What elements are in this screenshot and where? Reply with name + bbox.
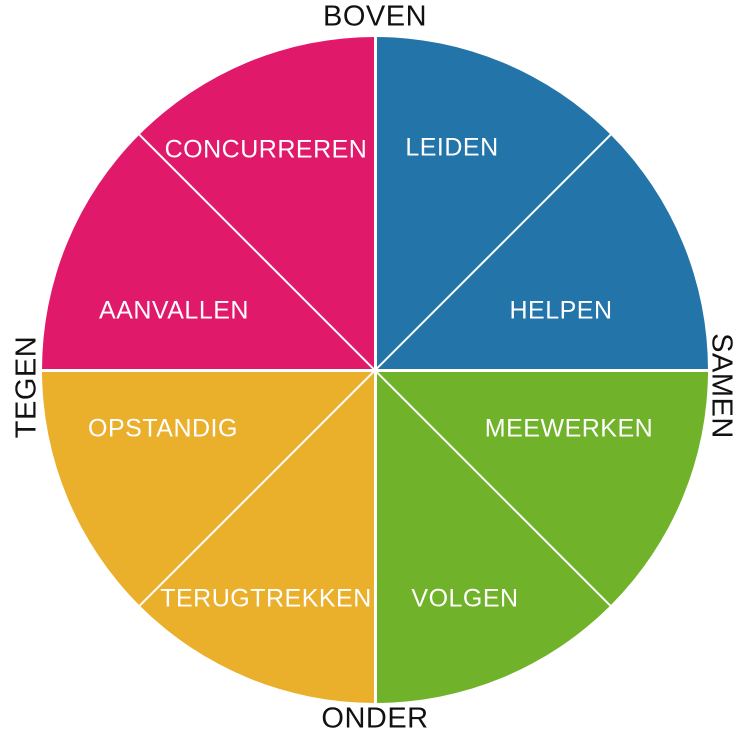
sector-label-opstandig: OPSTANDIG: [88, 414, 238, 443]
sector-label-meewerken: MEEWERKEN: [484, 414, 654, 443]
axis-label-onder: ONDER: [321, 702, 429, 735]
axis-label-samen: SAMEN: [705, 333, 738, 439]
axis-label-boven: BOVEN: [322, 0, 428, 33]
sector-label-concurreren: CONCURREREN: [164, 135, 368, 164]
sector-label-leiden: LEIDEN: [405, 133, 499, 162]
sector-label-helpen: HELPEN: [509, 296, 613, 325]
sector-label-aanvallen: AANVALLEN: [99, 296, 249, 325]
sector-label-volgen: VOLGEN: [411, 584, 519, 613]
behavior-wheel: [42, 37, 708, 703]
sector-label-terugtrekken: TERUGTREKKEN: [160, 584, 372, 613]
axis-label-tegen: TEGEN: [10, 335, 43, 439]
